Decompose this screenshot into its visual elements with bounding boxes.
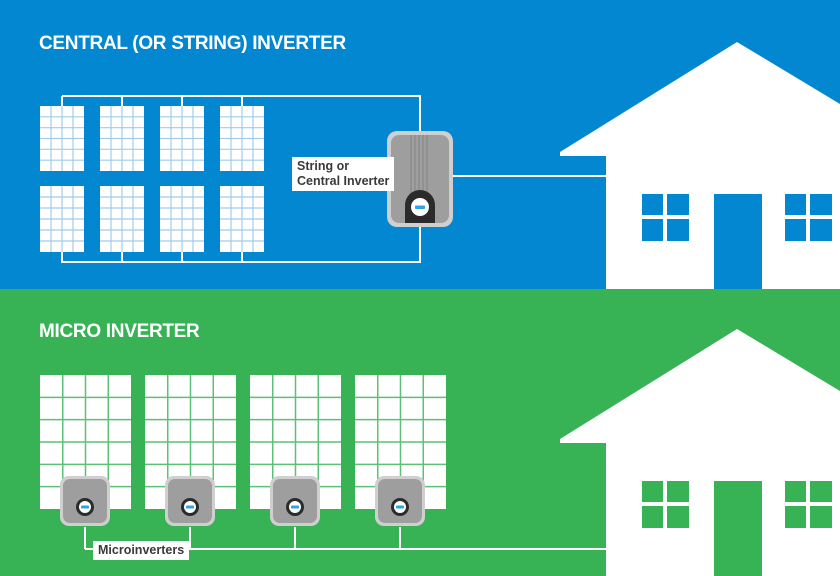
microinverter-indicator bbox=[291, 505, 299, 509]
central-inverter-diagram bbox=[40, 42, 840, 289]
window-pane bbox=[642, 506, 663, 528]
string-inverter-label-line2: Central Inverter bbox=[297, 174, 390, 188]
window-pane bbox=[642, 219, 663, 241]
window-icon bbox=[785, 481, 832, 528]
window-pane bbox=[642, 481, 663, 502]
inverter-indicator bbox=[415, 205, 425, 209]
string-inverter-label: String or Central Inverter bbox=[292, 157, 395, 191]
window-pane bbox=[667, 219, 689, 241]
microinverters-label: Microinverters bbox=[93, 541, 190, 560]
door-icon bbox=[714, 194, 762, 289]
microinverter-icon bbox=[270, 476, 320, 526]
central-inverter-title: CENTRAL (OR STRING) INVERTER bbox=[39, 33, 346, 54]
window-pane bbox=[667, 194, 689, 215]
solar-panel bbox=[160, 106, 204, 171]
window-icon bbox=[785, 194, 832, 241]
window-icon bbox=[642, 194, 689, 241]
window-pane bbox=[810, 194, 832, 215]
house-icon bbox=[560, 42, 840, 289]
house-icon bbox=[560, 329, 840, 576]
microinverter-icon bbox=[60, 476, 110, 526]
window-pane bbox=[785, 506, 806, 528]
window-pane bbox=[642, 194, 663, 215]
solar-panel bbox=[40, 186, 84, 252]
door-icon bbox=[714, 481, 762, 576]
central-inverter-section: CENTRAL (OR STRING) INVERTER String or C… bbox=[0, 0, 840, 289]
solar-panel bbox=[220, 186, 264, 252]
inverter-body bbox=[391, 135, 449, 223]
micro-inverter-section: MICRO INVERTER bbox=[0, 289, 840, 576]
window-icon bbox=[642, 481, 689, 528]
window-pane bbox=[810, 219, 832, 241]
house bbox=[560, 329, 840, 576]
micro-inverter-diagram bbox=[40, 329, 840, 576]
solar-panel bbox=[220, 106, 264, 171]
micro-inverter-title: MICRO INVERTER bbox=[39, 321, 200, 342]
window-pane bbox=[785, 481, 806, 502]
solar-panel bbox=[100, 186, 144, 252]
window-pane bbox=[810, 506, 832, 528]
window-pane bbox=[667, 481, 689, 502]
house bbox=[560, 42, 840, 289]
microinverter-icon bbox=[165, 476, 215, 526]
solar-panel bbox=[160, 186, 204, 252]
window-pane bbox=[667, 506, 689, 528]
window-pane bbox=[785, 219, 806, 241]
microinverter-indicator bbox=[81, 505, 89, 509]
string-inverter-label-line1: String or bbox=[297, 159, 350, 173]
window-pane bbox=[810, 481, 832, 502]
inverter-icon bbox=[387, 131, 453, 227]
window-pane bbox=[785, 194, 806, 215]
microinverter-indicator bbox=[396, 505, 404, 509]
microinverter-indicator bbox=[186, 505, 194, 509]
solar-panel bbox=[40, 106, 84, 171]
microinverter-icon bbox=[375, 476, 425, 526]
solar-panel bbox=[100, 106, 144, 171]
